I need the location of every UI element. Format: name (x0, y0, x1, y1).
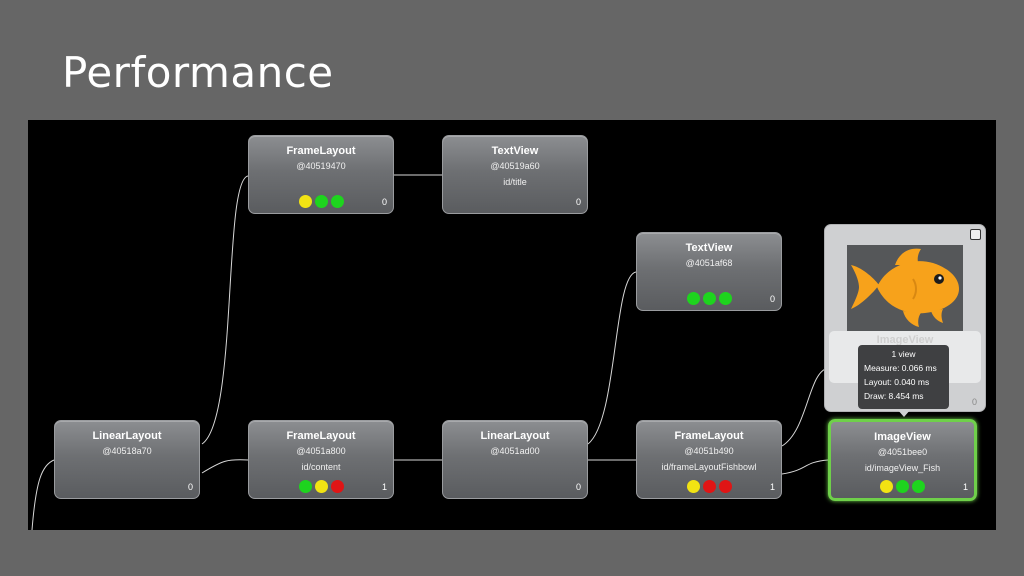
node-view-id: id/content (301, 462, 341, 472)
node-title: FrameLayout (674, 430, 744, 442)
indicator-red (330, 480, 344, 493)
node-address: @40519a60 (490, 161, 540, 171)
indicator-yellow (880, 480, 893, 493)
popup-pointer (897, 409, 911, 417)
tooltip-layout-time: Layout: 0.040 ms (864, 377, 930, 387)
performance-indicators (637, 292, 781, 305)
connector-n0-n3 (201, 459, 249, 474)
node-frame-layout-content[interactable]: FrameLayout @4051a800 id/content 1 (248, 420, 394, 499)
connector-lines (31, 174, 829, 530)
indicator-yellow (298, 195, 312, 208)
node-title: FrameLayout (286, 145, 356, 157)
indicator-yellow (314, 480, 328, 493)
tooltip-measure-time: Measure: 0.066 ms (864, 363, 937, 373)
node-count: 1 (381, 482, 387, 492)
performance-indicators (249, 480, 393, 493)
indicator-green (896, 480, 909, 493)
node-frame-layout-fishbowl[interactable]: FrameLayout @4051b490 id/frameLayoutFish… (636, 420, 782, 499)
node-address: @40519470 (296, 161, 346, 171)
performance-indicators (831, 480, 974, 493)
node-view-id: id/title (503, 177, 527, 187)
connector-n4-n5 (587, 271, 637, 445)
view-hierarchy-canvas[interactable]: LinearLayout @40518a70 0 FrameLayout @40… (28, 120, 996, 530)
node-text-view-title[interactable]: TextView @40519a60 id/title 0 (442, 135, 588, 214)
node-count: 1 (962, 482, 968, 492)
tooltip-draw-time: Draw: 8.454 ms (864, 391, 924, 401)
node-frame-layout-top[interactable]: FrameLayout @40519470 0 (248, 135, 394, 214)
node-address: @4051bee0 (877, 447, 928, 457)
node-address: @4051af68 (685, 258, 733, 268)
indicator-green (330, 195, 344, 208)
node-title: TextView (491, 145, 539, 157)
connector-root (31, 459, 55, 530)
node-title: TextView (685, 242, 733, 254)
node-title: LinearLayout (92, 430, 162, 442)
node-address: @4051a800 (296, 446, 346, 456)
performance-indicators (637, 480, 781, 493)
indicator-green (298, 480, 312, 493)
node-count: 0 (575, 482, 581, 492)
popup-count: 0 (971, 397, 977, 407)
fish-preview-image (847, 245, 963, 331)
fish-icon (851, 248, 959, 327)
indicator-green (314, 195, 328, 208)
indicator-red (718, 480, 732, 493)
node-title: ImageView (874, 431, 931, 443)
performance-indicators (249, 195, 393, 208)
node-title: LinearLayout (480, 430, 550, 442)
node-linear-layout-inner[interactable]: LinearLayout @4051ad00 0 (442, 420, 588, 499)
node-address: @4051ad00 (490, 446, 540, 456)
indicator-green (702, 292, 716, 305)
connector-n6-n7 (781, 459, 829, 475)
node-title: FrameLayout (286, 430, 356, 442)
node-count: 0 (381, 197, 387, 207)
indicator-red (702, 480, 716, 493)
indicator-green (912, 480, 925, 493)
slide-title: Performance (62, 48, 334, 97)
node-view-id: id/frameLayoutFishbowl (661, 462, 757, 472)
indicator-green (718, 292, 732, 305)
node-count: 0 (575, 197, 581, 207)
tooltip-view-count: 1 view (891, 349, 916, 359)
node-linear-layout-root[interactable]: LinearLayout @40518a70 0 (54, 420, 200, 499)
node-count: 1 (769, 482, 775, 492)
node-count: 0 (187, 482, 193, 492)
node-text-view[interactable]: TextView @4051af68 0 (636, 232, 782, 311)
node-view-id: id/imageView_Fish (864, 463, 941, 473)
node-address: @40518a70 (102, 446, 152, 456)
connector-n0-n1 (201, 175, 249, 445)
performance-tooltip: 1 view Measure: 0.066 ms Layout: 0.040 m… (858, 345, 949, 409)
popup-close-icon[interactable] (970, 229, 981, 240)
indicator-green (686, 292, 700, 305)
node-count: 0 (769, 294, 775, 304)
node-image-view-fish[interactable]: ImageView @4051bee0 id/imageView_Fish 1 (828, 419, 977, 501)
node-address: @4051b490 (684, 446, 734, 456)
connector-n6-popup (781, 367, 829, 447)
indicator-yellow (686, 480, 700, 493)
